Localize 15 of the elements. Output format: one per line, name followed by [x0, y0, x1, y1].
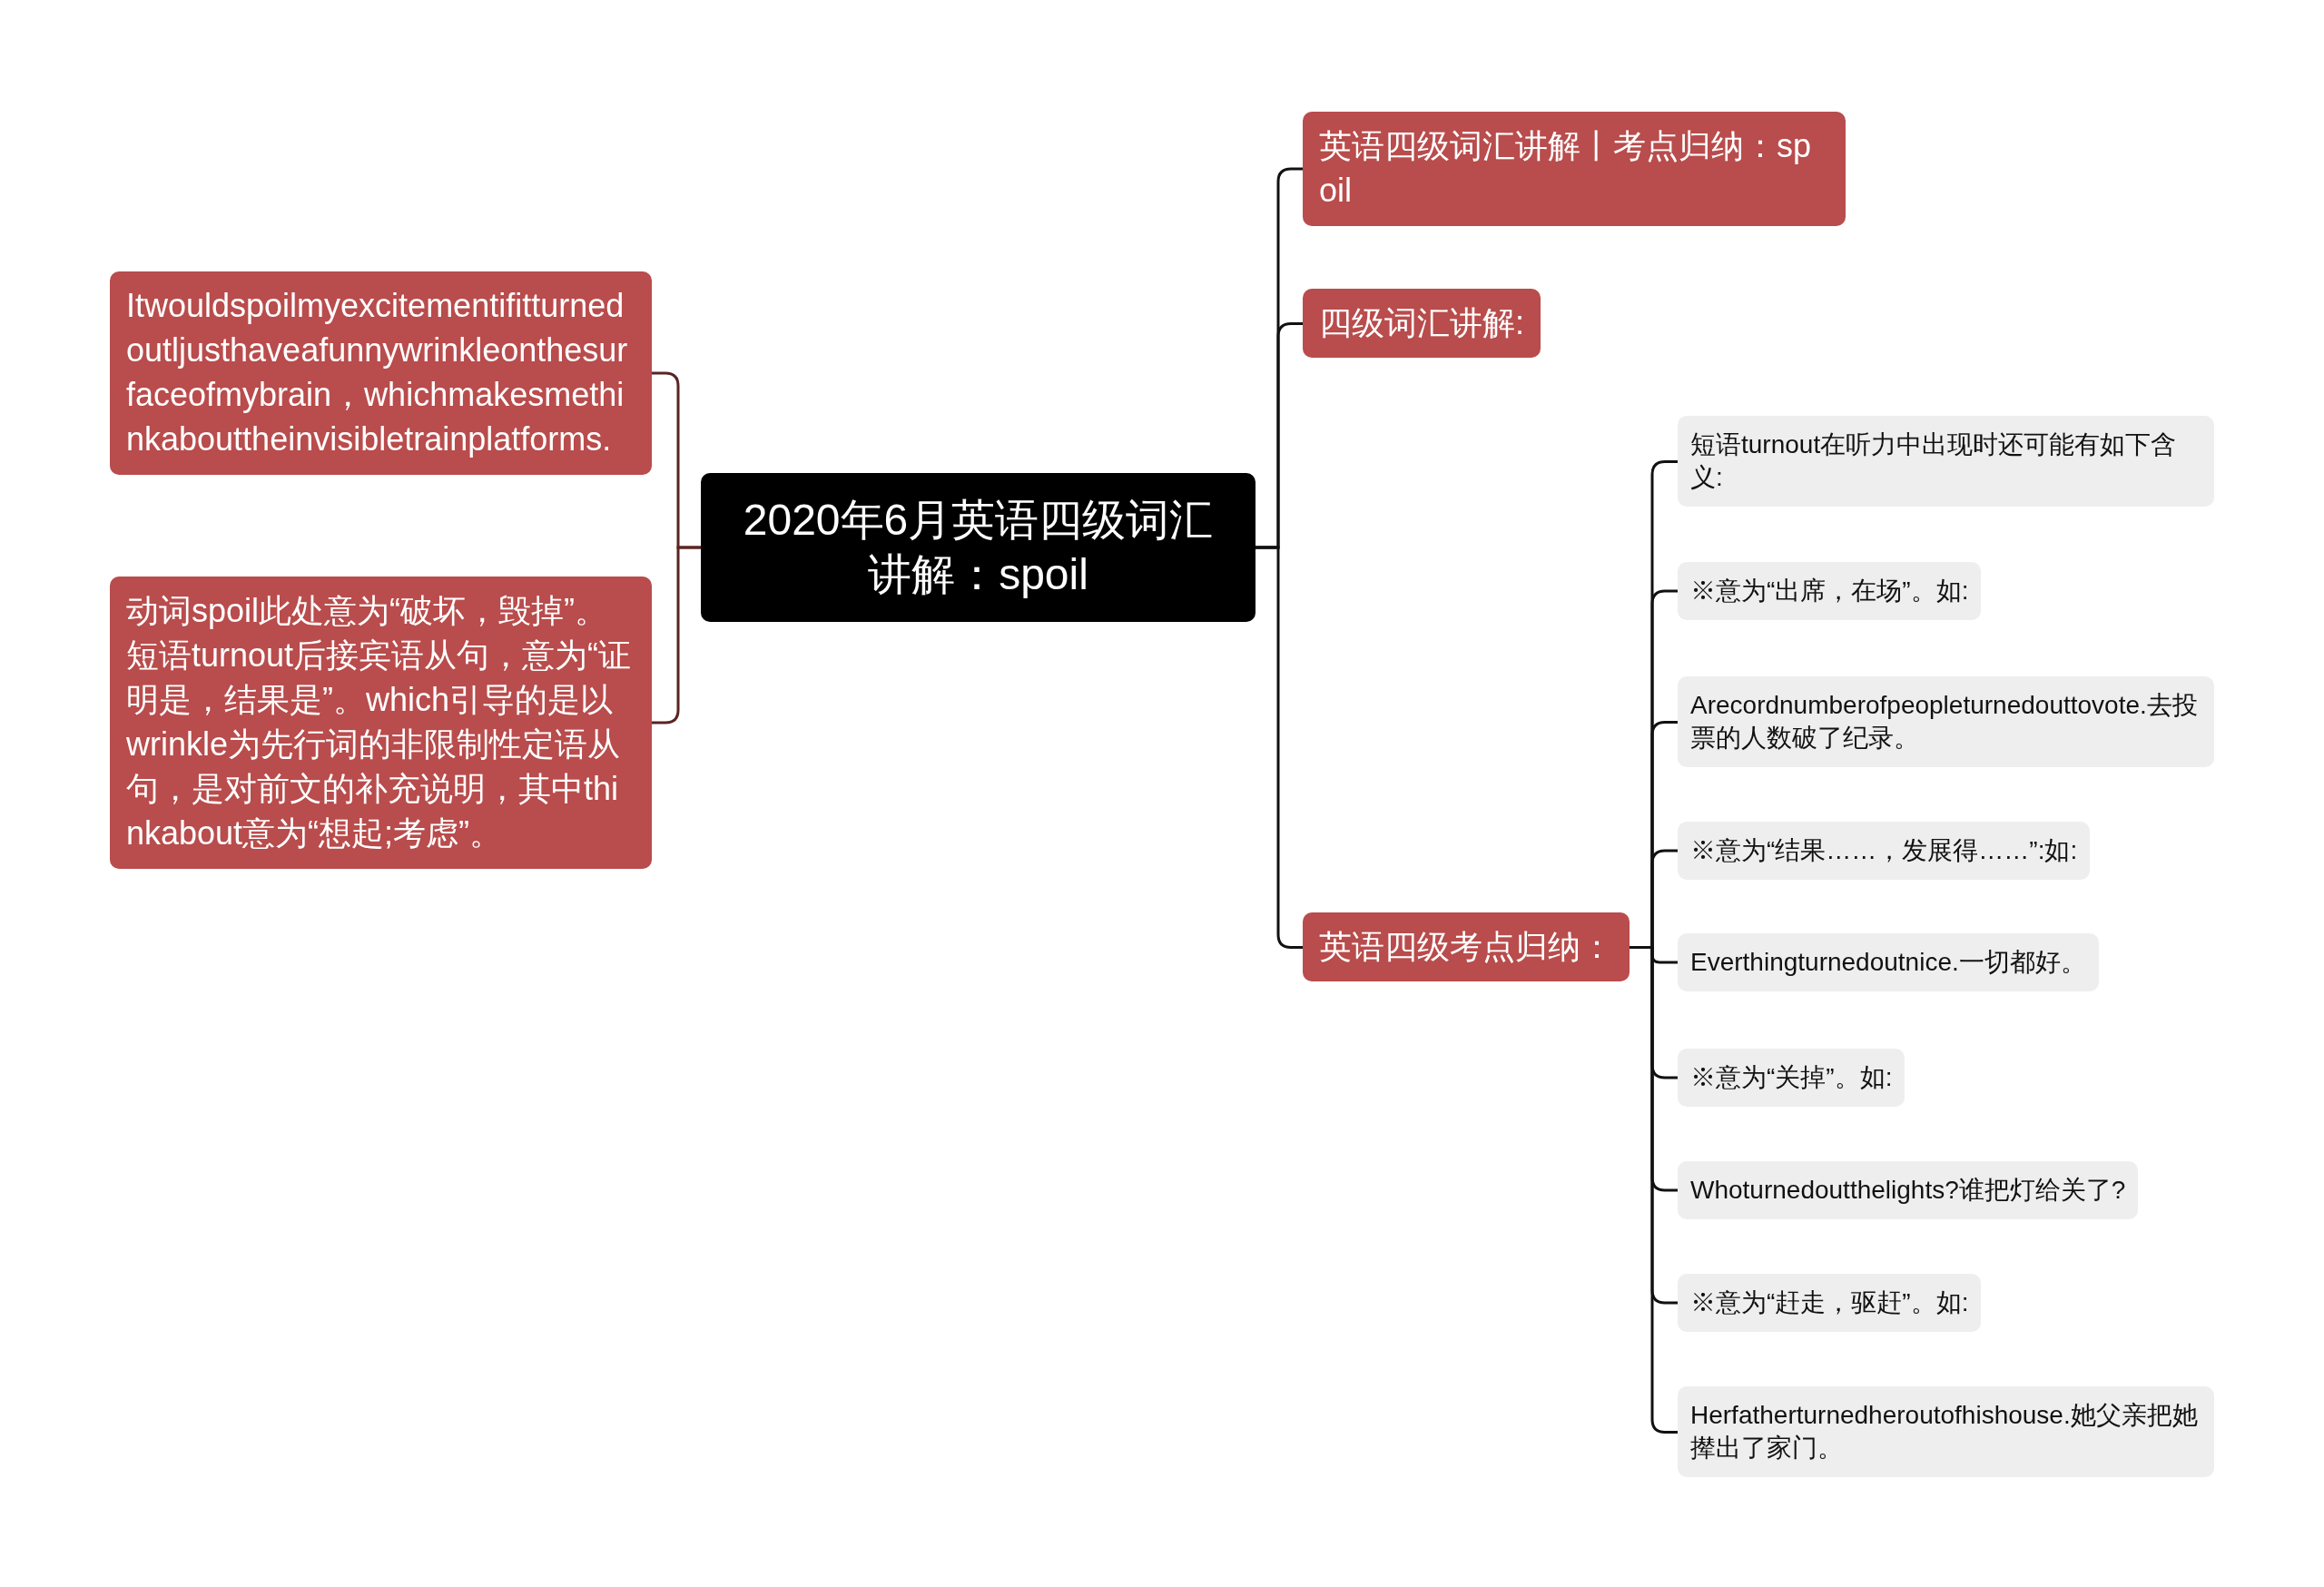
subtopic-box: Herfatherturnedheroutofhishouse.她父亲把她撵出了家门。	[1678, 1385, 2214, 1478]
subtopic-box: 短语turnout在听力中出现时还可能有如下含义:	[1678, 415, 2214, 508]
subtopic-box: Arecordnumberofpeopleturnedouttovote.去投票的人数破了纪录。	[1678, 675, 2214, 768]
topic-box: 英语四级词汇讲解丨考点归纳：spoil	[1303, 112, 1846, 226]
central-topic-box: 2020年6月英语四级词汇讲解：spoil	[701, 473, 1256, 622]
topic-box: 四级词汇讲解:	[1303, 288, 1541, 359]
topic-box: 英语四级考点归纳：	[1303, 912, 1630, 982]
subtopic-box: Whoturnedoutthelights?谁把灯给关了?	[1678, 1161, 2139, 1220]
topic-box: 动词spoil此处意为“破坏，毁掉”。短语turnout后接宾语从句，意为“证明是，结果是”。which引导的是以wrinkle为先行词的非限制性定语从句，是对前文的补充说明，其中thinkabout意为“想起;考虑”。	[110, 577, 652, 869]
subtopic-box: ※意为“结果……，发展得……”:如:	[1678, 822, 2091, 881]
topic-box: Itwouldspoilmyexcitementifitturnedoutljusthaveafunnywrinkleonthesurfaceofmybrain，whichmakesmethinkabouttheinvisibletrainplatforms.	[110, 271, 652, 475]
subtopic-box: ※意为“出席，在场”。如:	[1678, 562, 1982, 621]
subtopic-box: Everthingturnedoutnice.一切都好。	[1678, 933, 2099, 992]
subtopic-box: ※意为“赶走，驱赶”。如:	[1678, 1274, 1982, 1333]
subtopic-box: ※意为“关掉”。如:	[1678, 1049, 1905, 1108]
